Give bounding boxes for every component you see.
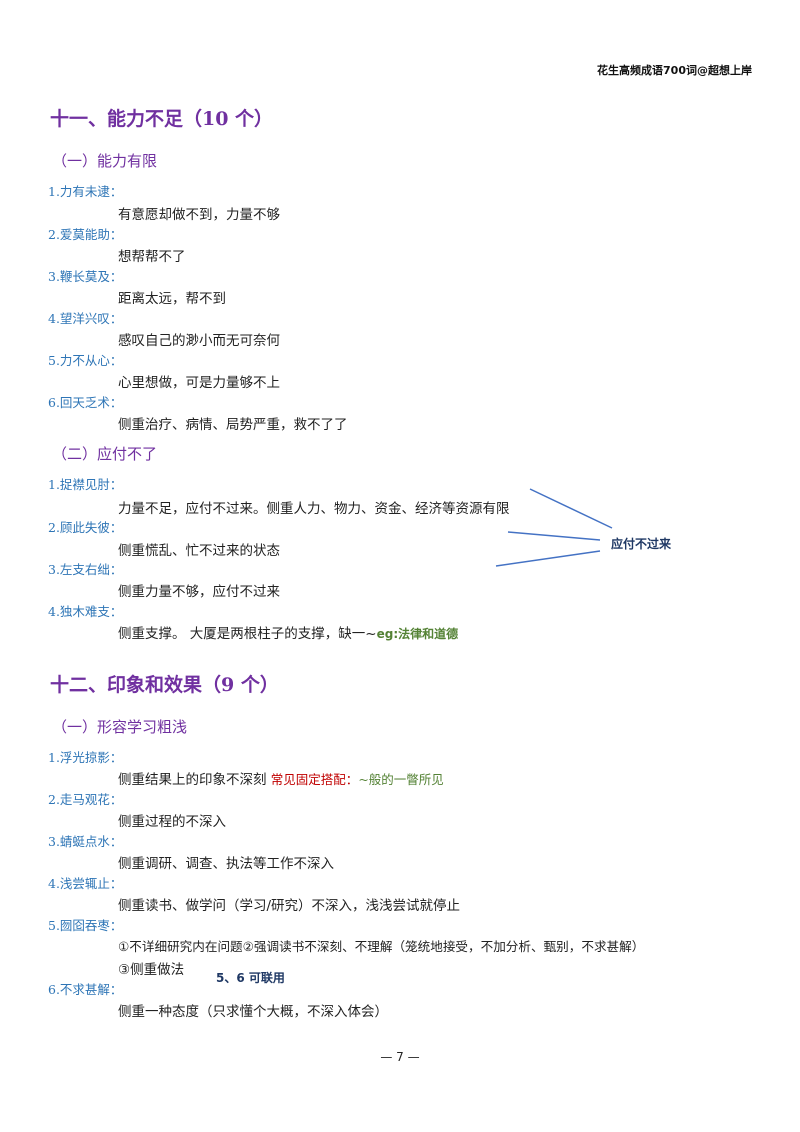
- idiom-desc: 侧重调研、调查、执法等工作不深入: [118, 856, 334, 872]
- idiom-desc-text: 侧重结果上的印象不深刻: [118, 772, 267, 788]
- idiom-desc: 力量不足，应付不过来。侧重人力、物力、资金、经济等资源有限: [118, 501, 510, 517]
- subsection-title-cope: （二）应付不了: [52, 445, 158, 463]
- idiom-desc: 想帮帮不了: [118, 249, 186, 265]
- annotation-note-combine: 5、6 可联用: [216, 971, 285, 985]
- idiom-term: 5.力不从心：: [48, 353, 123, 368]
- idiom-term: 6.不求甚解：: [48, 982, 123, 997]
- idiom-desc-line2: ③侧重做法: [118, 962, 185, 978]
- idiom-term: 3.蜻蜓点水：: [48, 834, 123, 849]
- idiom-desc: 侧重慌乱、忙不过来的状态: [118, 543, 280, 559]
- idiom-desc: 侧重力量不够，应付不过来: [118, 584, 280, 600]
- idiom-term: 1.捉襟见肘：: [48, 477, 123, 492]
- idiom-term: 2.走马观花：: [48, 792, 123, 807]
- page-header: 花生高频成语700词@超想上岸: [597, 64, 752, 77]
- example-note: eg:法律和道德: [376, 627, 459, 641]
- idiom-desc: 感叹自己的渺小而无可奈何: [118, 333, 280, 349]
- idiom-desc-text: 侧重支撑。 大厦是两根柱子的支撑，缺一~: [118, 626, 377, 642]
- section-title-ability: 十一、能力不足（10 个）: [50, 108, 274, 130]
- idiom-desc: 侧重过程的不深入: [118, 814, 226, 830]
- collocation-label: 常见固定搭配：: [270, 772, 359, 787]
- annotation-line: [529, 488, 613, 529]
- idiom-desc-with-example: 侧重支撑。 大厦是两根柱子的支撑，缺一~eg:法律和道德: [118, 622, 458, 642]
- section-title-impression: 十二、印象和效果（9 个）: [50, 674, 279, 696]
- annotation-line: [495, 550, 601, 567]
- idiom-term: 4.独木难支：: [48, 604, 123, 619]
- idiom-desc-with-note: 侧重结果上的印象不深刻 常见固定搭配：~般的一瞥所见: [118, 768, 444, 788]
- collocation-example: ~般的一瞥所见: [358, 772, 444, 787]
- page-number: — 7 —: [380, 1050, 420, 1064]
- idiom-term: 1.力有未逮：: [48, 184, 123, 199]
- idiom-term: 1.浮光掠影：: [48, 750, 123, 765]
- idiom-desc: 侧重治疗、病情、局势严重，救不了了: [118, 417, 348, 433]
- idiom-term: 2.爱莫能助：: [48, 227, 123, 242]
- idiom-desc: ①不详细研究内在问题②强调读书不深刻、不理解（笼统地接受，不加分析、甄别，不求甚…: [118, 939, 645, 954]
- idiom-term: 3.左支右绌：: [48, 562, 123, 577]
- idiom-desc: 有意愿却做不到，力量不够: [118, 207, 280, 223]
- idiom-desc: 侧重读书、做学问（学习/研究）不深入，浅浅尝试就停止: [118, 898, 461, 914]
- annotation-note-cope: 应付不过来: [611, 537, 672, 551]
- idiom-term: 2.顾此失彼：: [48, 520, 123, 535]
- annotation-line: [507, 531, 601, 541]
- idiom-term: 3.鞭长莫及：: [48, 269, 123, 284]
- idiom-desc: 心里想做，可是力量够不上: [118, 375, 280, 391]
- idiom-desc: 侧重一种态度（只求懂个大概，不深入体会）: [118, 1004, 388, 1020]
- idiom-term: 6.回天乏术：: [48, 395, 123, 410]
- idiom-term: 4.浅尝辄止：: [48, 876, 123, 891]
- subsection-title-limited: （一）能力有限: [52, 152, 158, 170]
- idiom-term: 5.囫囵吞枣：: [48, 918, 123, 933]
- idiom-term: 4.望洋兴叹：: [48, 311, 123, 326]
- subsection-title-shallow: （一）形容学习粗浅: [52, 718, 188, 736]
- idiom-desc: 距离太远，帮不到: [118, 291, 226, 307]
